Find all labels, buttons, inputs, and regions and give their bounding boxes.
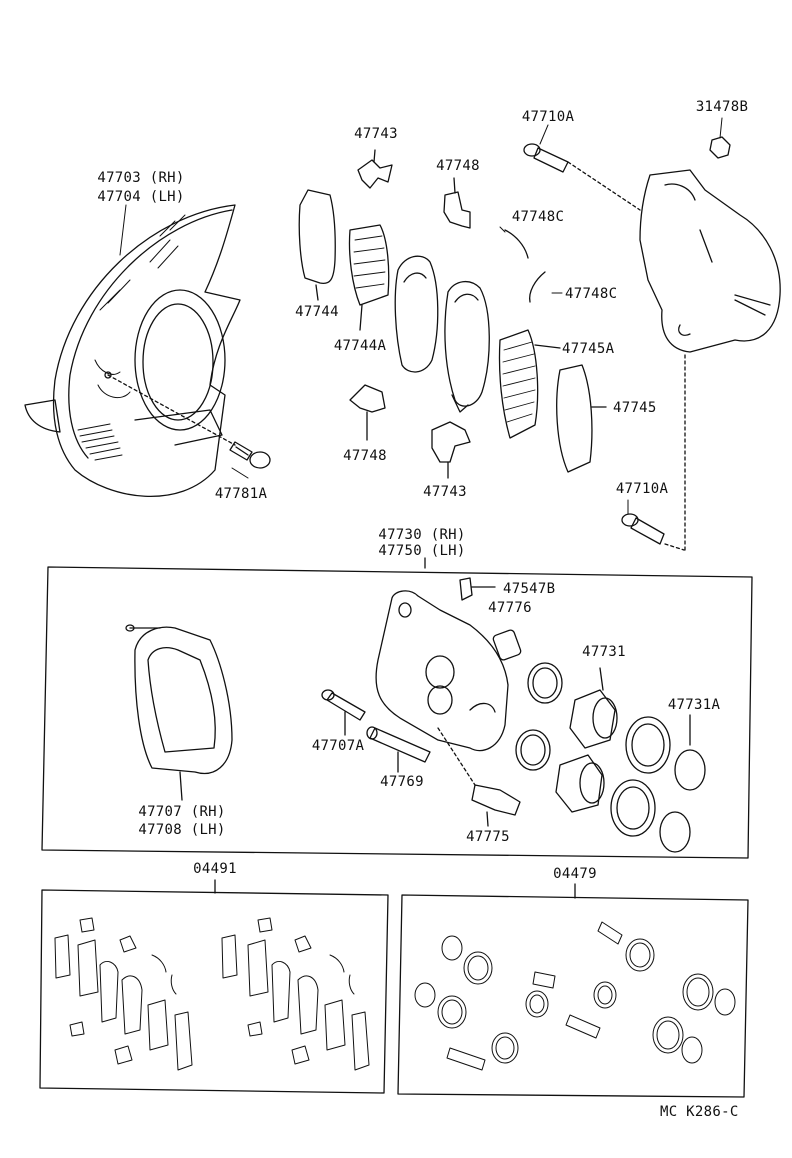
label-47708: 47708 (LH) <box>138 822 226 838</box>
label-47707: 47707 (RH) <box>138 804 226 820</box>
label-47710A-bottom: 47710A <box>615 481 669 497</box>
label-47745: 47745 <box>613 400 657 416</box>
label-47707A: 47707A <box>311 738 365 754</box>
dust-shield-drawing <box>24 204 241 497</box>
label-47750: 47750 (LH) <box>378 543 466 559</box>
drawing-code: MC K286-C <box>660 1104 739 1120</box>
label-47731: 47731 <box>582 644 626 660</box>
bolt-47781A-drawing <box>229 441 271 469</box>
label-47776: 47776 <box>488 600 532 616</box>
label-47744A: 47744A <box>333 338 387 354</box>
label-47743-top: 47743 <box>354 126 398 142</box>
caliper-drawing <box>523 136 781 551</box>
pad-cluster-drawing <box>298 149 607 479</box>
label-47748-top: 47748 <box>436 158 480 174</box>
label-47781A: 47781A <box>214 486 268 502</box>
label-04491: 04491 <box>193 861 237 877</box>
label-47710A-top: 47710A <box>521 109 575 125</box>
label-31478B: 31478B <box>695 99 749 115</box>
label-47731A: 47731A <box>667 697 721 713</box>
label-47748-bottom: 47748 <box>343 448 387 464</box>
label-47730: 47730 (RH) <box>378 527 466 543</box>
label-47748C-bottom: 47748C <box>565 286 618 302</box>
label-47744: 47744 <box>295 304 339 320</box>
label-04479: 04479 <box>553 866 597 882</box>
label-47703: 47703 (RH) <box>97 170 185 186</box>
label-47743-bottom: 47743 <box>423 484 467 500</box>
leader-lines <box>119 117 723 515</box>
kit-box-04479 <box>397 883 749 1098</box>
label-47775: 47775 <box>466 829 510 845</box>
label-47704: 47704 (LH) <box>97 189 185 205</box>
label-47547B: 47547B <box>503 581 556 597</box>
label-47745A: 47745A <box>562 341 615 357</box>
label-47769: 47769 <box>380 774 424 790</box>
label-47748C-top: 47748C <box>511 209 565 225</box>
caliper-assembly-box <box>41 557 753 859</box>
kit-box-04491 <box>39 879 389 1094</box>
